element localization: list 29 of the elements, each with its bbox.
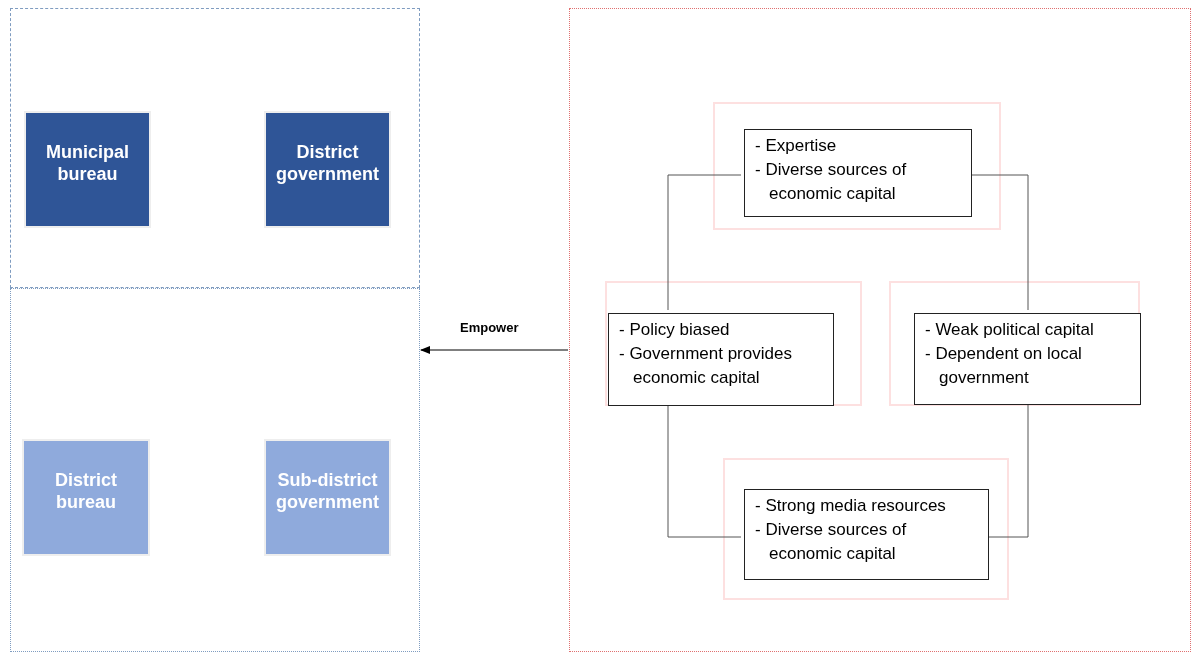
- dashed-group-frame: [10, 8, 420, 288]
- dotted-group-frame: [569, 8, 1191, 652]
- outline-frame: [605, 281, 862, 406]
- box-text: Sub-district government: [275, 469, 380, 513]
- box-text: Municipal bureau: [45, 141, 130, 185]
- text-box: [744, 489, 989, 580]
- unit-box: [22, 439, 150, 556]
- box-text: - Expertise: [755, 135, 838, 157]
- box-text: - Weak political capital: [925, 319, 1095, 341]
- unit-box: [24, 111, 151, 228]
- unit-box: [264, 439, 391, 556]
- box-text: - Strong media resources: [755, 495, 947, 517]
- text-box: [608, 313, 834, 406]
- text-box: [744, 129, 972, 217]
- outline-frame: [713, 102, 1001, 230]
- outline-frame: [723, 458, 1009, 600]
- connector-line: [667, 174, 742, 311]
- box-text: - Dependent on local government: [925, 343, 1083, 389]
- box-text: District bureau: [54, 469, 118, 513]
- box-text: - Policy biased: [619, 319, 731, 341]
- unit-box: [264, 111, 391, 228]
- box-text: District government: [275, 141, 380, 185]
- arrow: [420, 346, 569, 354]
- box-text: - Diverse sources of economic capital: [755, 519, 908, 565]
- box-text: - Government provides economic capital: [619, 343, 793, 389]
- dotted-group-frame: [10, 288, 420, 652]
- box-text: - Diverse sources of economic capital: [755, 159, 908, 205]
- text-box: [914, 313, 1141, 405]
- outline-frame: [889, 281, 1140, 406]
